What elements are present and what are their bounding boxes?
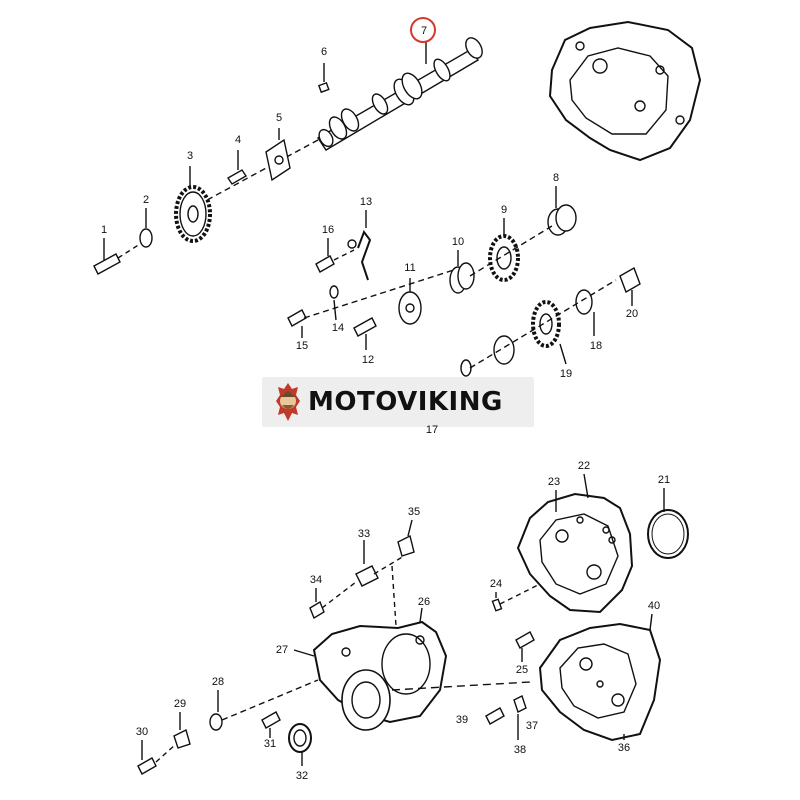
- callout-16: 16: [321, 224, 335, 236]
- callout-37: 37: [525, 720, 539, 732]
- callout-3: 3: [186, 150, 194, 162]
- callout-33: 33: [357, 528, 371, 540]
- gear-case: [538, 622, 662, 742]
- callout-24: 24: [489, 578, 503, 590]
- callout-34: 34: [309, 574, 323, 586]
- callout-4: 4: [234, 134, 242, 146]
- callout-32: 32: [295, 770, 309, 782]
- callout-26: 26: [417, 596, 431, 608]
- callout-14: 14: [331, 322, 345, 334]
- top-housing: [548, 20, 702, 162]
- callout-27: 27: [275, 644, 289, 656]
- callout-9: 9: [500, 204, 508, 216]
- callout-7: 7: [420, 25, 428, 37]
- callout-17: 17: [425, 424, 439, 436]
- callout-36: 36: [617, 742, 631, 754]
- callout-22: 22: [577, 460, 591, 472]
- callout-13: 13: [359, 196, 373, 208]
- callout-19: 19: [559, 368, 573, 380]
- callout-39: 39: [455, 714, 469, 726]
- callout-18: 18: [589, 340, 603, 352]
- callout-5: 5: [275, 112, 283, 124]
- brand-name: MOTOVIKING: [308, 387, 503, 417]
- callout-35: 35: [407, 506, 421, 518]
- callout-38: 38: [513, 744, 527, 756]
- callout-12: 12: [361, 354, 375, 366]
- callout-31: 31: [263, 738, 277, 750]
- callout-23: 23: [547, 476, 561, 488]
- callout-8: 8: [552, 172, 560, 184]
- camshaft: [317, 37, 483, 151]
- callout-20: 20: [625, 308, 639, 320]
- callout-30: 30: [135, 726, 149, 738]
- callout-21: 21: [657, 474, 671, 486]
- callout-11: 11: [404, 262, 416, 274]
- callout-2: 2: [142, 194, 150, 206]
- callout-15: 15: [295, 340, 309, 352]
- callout-28: 28: [211, 676, 225, 688]
- callout-1: 1: [100, 224, 108, 236]
- viking-mascot-icon: [276, 383, 300, 421]
- callout-40: 40: [647, 600, 661, 612]
- callout-29: 29: [173, 698, 187, 710]
- cam-gear: [174, 185, 212, 243]
- brand-logo: MOTOVIKING: [262, 377, 534, 427]
- callout-25: 25: [515, 664, 529, 676]
- callout-6: 6: [320, 46, 328, 58]
- front-cover: [312, 620, 448, 731]
- highlight-circle: [410, 17, 436, 43]
- callout-10: 10: [451, 236, 465, 248]
- rear-housing: [516, 492, 634, 614]
